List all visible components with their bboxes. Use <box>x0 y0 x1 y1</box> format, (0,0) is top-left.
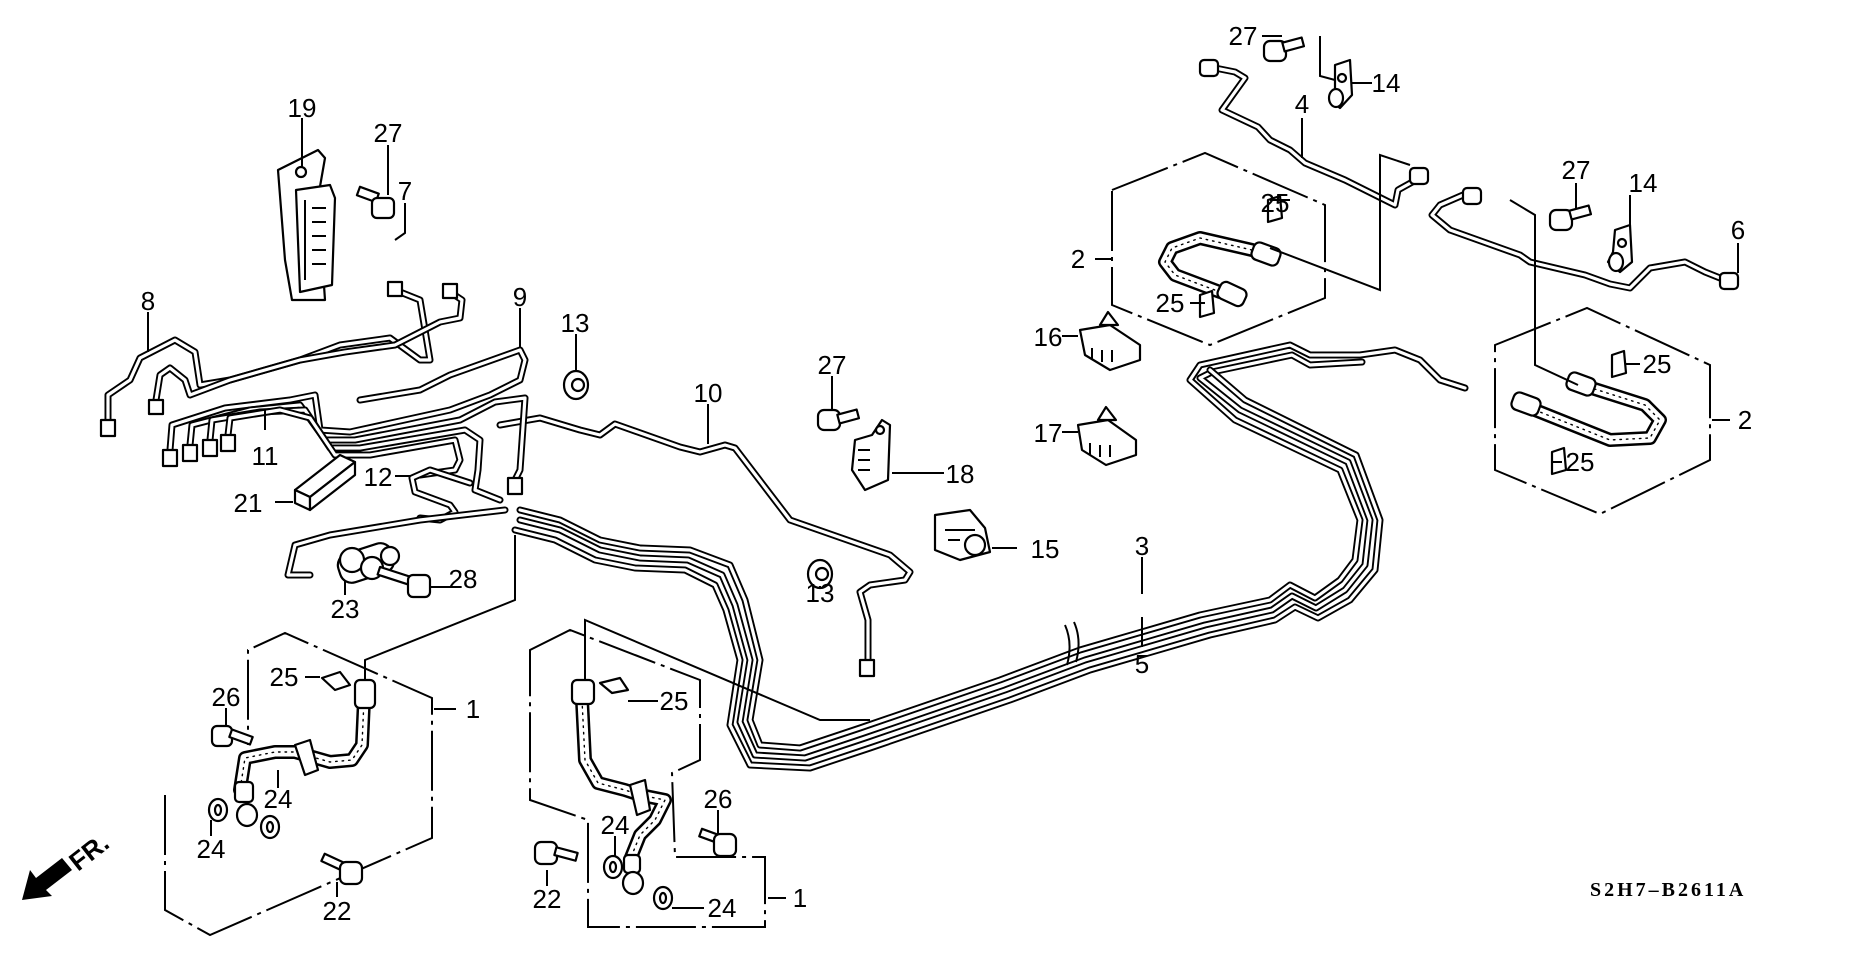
callout-21[interactable]: 21 <box>234 488 263 518</box>
callout-26[interactable]: 26 <box>704 784 733 814</box>
callout-24[interactable]: 24 <box>197 834 226 864</box>
fitting <box>99 418 117 438</box>
callout-24[interactable]: 24 <box>601 810 630 840</box>
grommet-13-lower[interactable] <box>806 558 834 590</box>
fitting <box>1718 271 1740 291</box>
clamp-19[interactable] <box>276 148 337 302</box>
brake-pipe-cluster-front[interactable] <box>99 280 529 504</box>
callout-2[interactable]: 2 <box>1738 405 1752 435</box>
callout-28[interactable]: 28 <box>449 564 478 594</box>
callout-23[interactable]: 23 <box>331 594 360 624</box>
callout-9[interactable]: 9 <box>513 282 527 312</box>
callout-24[interactable]: 24 <box>264 784 293 814</box>
callout-17[interactable]: 17 <box>1034 418 1063 448</box>
callout-5[interactable]: 5 <box>1135 649 1149 679</box>
fitting <box>441 282 459 300</box>
callout-7[interactable]: 7 <box>398 176 412 206</box>
callout-26[interactable]: 26 <box>212 682 241 712</box>
grommet-13-upper[interactable] <box>562 369 590 401</box>
callout-2[interactable]: 2 <box>1071 244 1085 274</box>
pipe-10-fitting <box>858 658 876 678</box>
fitting <box>147 398 165 416</box>
callout-25[interactable]: 25 <box>1566 447 1595 477</box>
clamp-14-left[interactable] <box>1327 58 1354 110</box>
holder-21[interactable] <box>293 453 357 512</box>
fitting <box>386 280 404 298</box>
callout-25[interactable]: 25 <box>1156 288 1185 318</box>
callout-25[interactable]: 25 <box>660 686 689 716</box>
callout-15[interactable]: 15 <box>1031 534 1060 564</box>
callout-11[interactable]: 11 <box>252 441 279 471</box>
callout-12[interactable]: 12 <box>364 462 393 492</box>
hose-kit-2-right[interactable] <box>1494 306 1711 516</box>
callout-6[interactable]: 6 <box>1731 215 1745 245</box>
clamp-14-right[interactable] <box>1606 223 1634 274</box>
fitting <box>1461 186 1483 206</box>
callout-25[interactable]: 25 <box>270 662 299 692</box>
hose-kit-2-left[interactable] <box>1111 151 1326 347</box>
fitting <box>181 443 199 463</box>
hose-kit-1-right[interactable] <box>529 628 766 928</box>
callout-22[interactable]: 22 <box>323 896 352 926</box>
callout-13[interactable]: 13 <box>561 308 590 338</box>
bolt-22-left[interactable] <box>320 852 364 886</box>
callouts: 19 27 7 8 9 13 10 11 12 21 27 18 16 17 1… <box>141 21 1752 926</box>
brake-pipe-10[interactable] <box>496 414 914 678</box>
bolt-26-right[interactable] <box>698 827 738 858</box>
callout-19[interactable]: 19 <box>288 93 317 123</box>
brake-pipe-6[interactable] <box>1428 186 1740 292</box>
callout-1[interactable]: 1 <box>793 883 807 913</box>
brake-pipe-bundle-3-5[interactable] <box>511 341 1469 772</box>
bolt-26-left[interactable] <box>210 724 254 748</box>
callout-27[interactable]: 27 <box>374 118 403 148</box>
callout-18[interactable]: 18 <box>946 459 975 489</box>
bolt-27-rear-right[interactable] <box>1548 204 1593 232</box>
clamp-18[interactable] <box>850 418 892 492</box>
clip-15[interactable] <box>933 508 992 562</box>
callout-14[interactable]: 14 <box>1629 168 1658 198</box>
bolt-22-right[interactable] <box>533 840 579 866</box>
fitting <box>161 448 179 468</box>
callout-14[interactable]: 14 <box>1372 68 1401 98</box>
drawing-code: S2H7–B2611A <box>1590 879 1746 901</box>
callout-27[interactable]: 27 <box>1229 21 1258 51</box>
callout-22[interactable]: 22 <box>533 884 562 914</box>
bolt-27-mid[interactable] <box>816 408 861 432</box>
callout-3[interactable]: 3 <box>1135 531 1149 561</box>
callout-25[interactable]: 25 <box>1643 349 1672 379</box>
callout-16[interactable]: 16 <box>1034 322 1063 352</box>
washer-24[interactable] <box>207 797 674 911</box>
callout-25[interactable]: 25 <box>1261 188 1290 218</box>
brake-pipe-12[interactable] <box>284 466 509 579</box>
front-direction-indicator: FR. <box>22 827 115 900</box>
bolt-27-rear-left[interactable] <box>1262 36 1306 63</box>
callout-24[interactable]: 24 <box>708 893 737 923</box>
fitting <box>1408 166 1430 186</box>
fitting <box>1198 58 1220 78</box>
fitting <box>201 438 219 458</box>
brake-pipe-4[interactable] <box>1198 58 1430 209</box>
fitting <box>219 433 237 453</box>
callout-27[interactable]: 27 <box>818 350 847 380</box>
callout-8[interactable]: 8 <box>141 286 155 316</box>
clip-16[interactable] <box>1078 310 1142 372</box>
callout-10[interactable]: 10 <box>694 378 723 408</box>
clip-25[interactable] <box>320 194 1628 695</box>
bolt-28[interactable] <box>376 565 432 599</box>
fitting <box>506 476 524 496</box>
clip-17[interactable] <box>1076 405 1138 467</box>
callout-13[interactable]: 13 <box>806 578 835 608</box>
callout-1[interactable]: 1 <box>466 694 480 724</box>
callout-4[interactable]: 4 <box>1295 89 1309 119</box>
hose-kit-1-left[interactable] <box>164 631 433 937</box>
front-arrow-icon <box>22 858 72 900</box>
callout-27[interactable]: 27 <box>1562 155 1591 185</box>
leader-lines <box>147 35 1739 909</box>
bolt-27-front[interactable] <box>355 185 396 220</box>
